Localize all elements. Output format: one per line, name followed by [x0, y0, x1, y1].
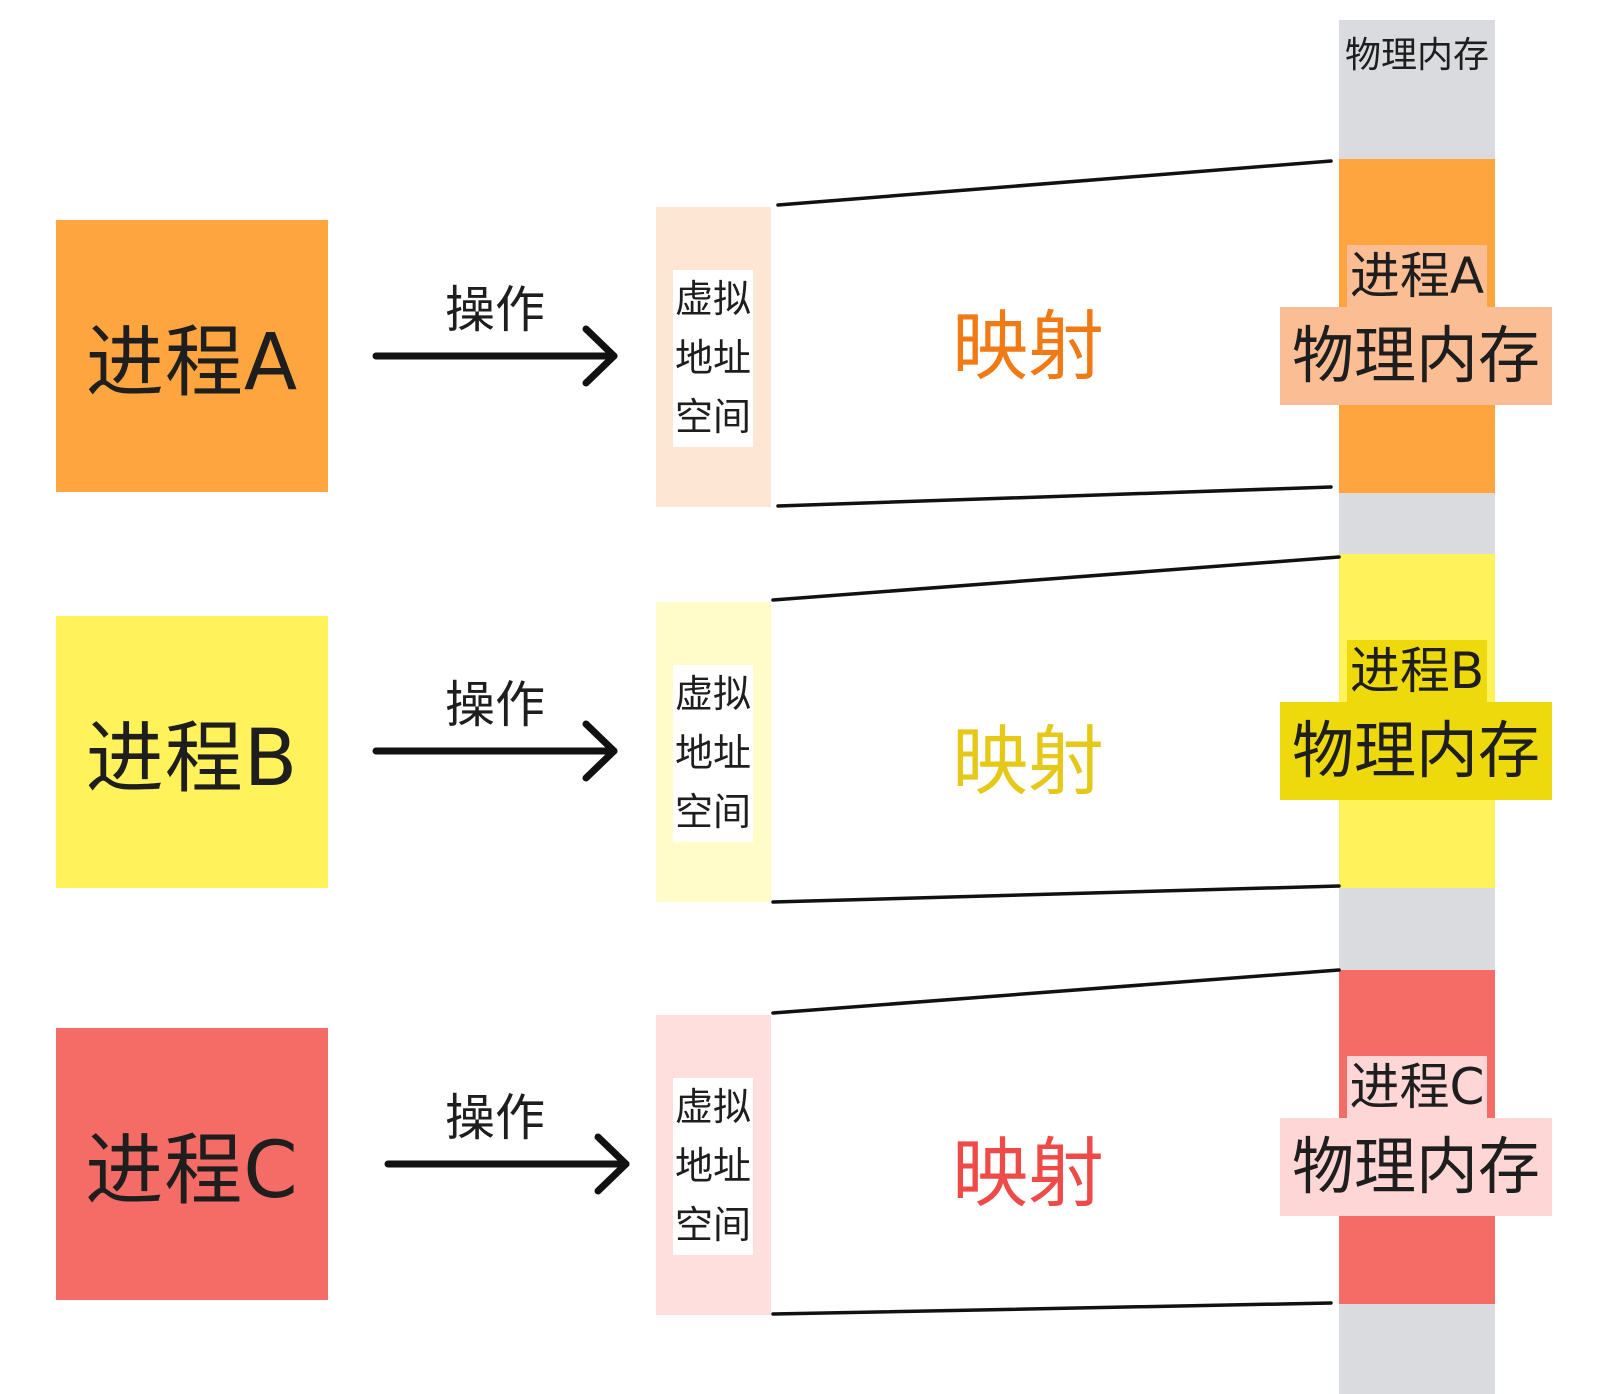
virtual-address-line: 地址	[674, 731, 751, 775]
virtual-address-label-c: 虚拟 地址 空间	[673, 1078, 753, 1255]
virtual-address-line: 地址	[674, 336, 751, 380]
mapping-label-c: 映射	[952, 1129, 1104, 1218]
arrow-c-head	[594, 1133, 630, 1195]
memory-segment-a-process-label: 进程A	[1347, 245, 1487, 307]
physical-memory-title: 物理内存	[1344, 35, 1489, 76]
mapping-line-a-bottom	[776, 485, 1333, 508]
virtual-address-line: 空间	[674, 395, 751, 439]
virtual-address-line: 空间	[674, 790, 751, 834]
process-a-label: 进程A	[85, 318, 299, 408]
virtual-address-line: 空间	[674, 1203, 751, 1247]
mapping-line-c-top	[771, 968, 1341, 1015]
mapping-line-b-top	[771, 555, 1341, 602]
process-b-box: 进程B	[56, 616, 328, 888]
process-c-label: 进程C	[85, 1126, 299, 1216]
process-c-box: 进程C	[56, 1028, 328, 1300]
mapping-line-c-bottom	[771, 1301, 1333, 1316]
arrow-a-head	[582, 325, 618, 387]
virtual-address-line: 虚拟	[674, 1085, 751, 1129]
virtual-address-label-b: 虚拟 地址 空间	[673, 665, 753, 842]
memory-segment-a-memory-label: 物理内存	[1280, 307, 1552, 405]
arrow-b-head	[582, 720, 618, 782]
process-b-label: 进程B	[85, 714, 299, 804]
virtual-address-line: 地址	[674, 1144, 751, 1188]
memory-segment-c-memory-label: 物理内存	[1280, 1118, 1552, 1216]
virtual-address-line: 虚拟	[674, 672, 751, 716]
operation-label-c: 操作	[445, 1089, 545, 1147]
virtual-address-line: 虚拟	[674, 277, 751, 321]
memory-segment-b-process-label: 进程B	[1347, 640, 1487, 702]
operation-label-a: 操作	[445, 281, 545, 339]
mapping-line-a-top	[776, 159, 1333, 207]
virtual-address-label-a: 虚拟 地址 空间	[673, 270, 753, 447]
memory-segment-b-memory-label: 物理内存	[1280, 702, 1552, 800]
operation-label-b: 操作	[445, 676, 545, 734]
mapping-line-b-bottom	[771, 884, 1341, 904]
mapping-label-b: 映射	[952, 717, 1104, 806]
mapping-label-a: 映射	[952, 302, 1104, 391]
memory-segment-c-process-label: 进程C	[1347, 1056, 1487, 1118]
process-a-box: 进程A	[56, 220, 328, 492]
